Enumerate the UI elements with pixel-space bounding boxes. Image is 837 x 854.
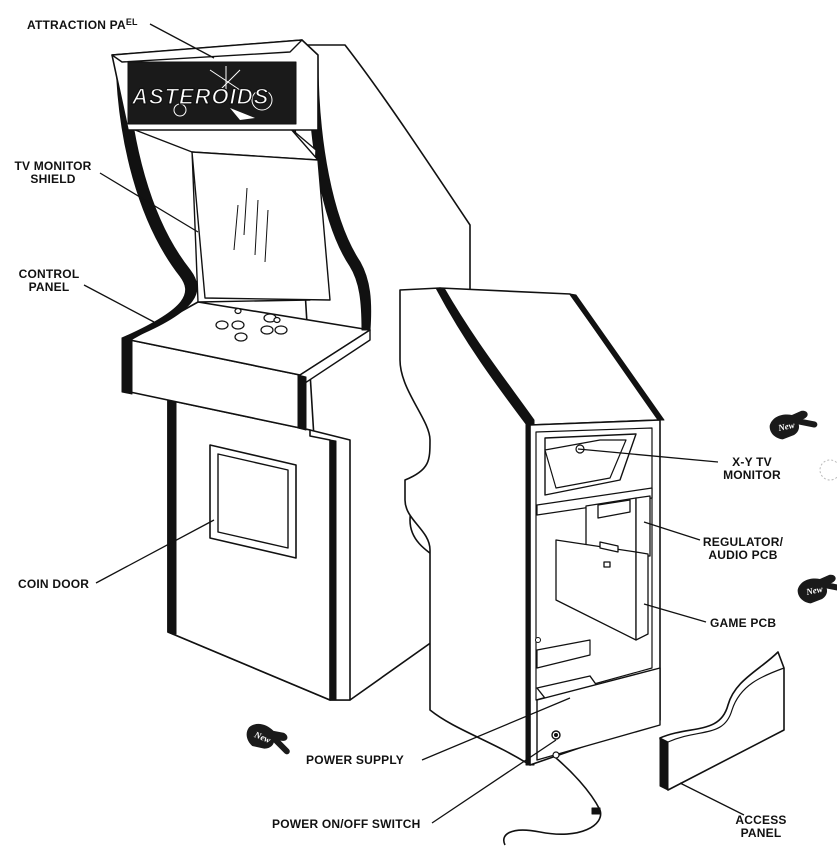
control-buttons: [215, 307, 288, 342]
label-power-supply: POWER SUPPLY: [306, 753, 404, 767]
rear-cabinet: [399, 287, 665, 846]
regulator-audio-pcb: [585, 495, 651, 557]
svg-text:New: New: [804, 584, 824, 598]
label-tv-monitor-shield: TV MONITOR SHIELD: [14, 159, 92, 186]
label-control-panel: CONTROL PANEL: [18, 267, 80, 294]
svg-text:New: New: [776, 420, 796, 434]
new-badge-power-supply: New: [243, 720, 293, 759]
label-access-panel: ACCESS PANEL: [735, 813, 787, 840]
label-regulator-audio-pcb: REGULATOR/ AUDIO PCB: [702, 535, 784, 562]
game-pcb: [555, 539, 649, 641]
new-badge-monitor: New: [768, 409, 816, 442]
attraction-panel-text: ATTRACTION PA: [27, 18, 126, 32]
leader-lines: [83, 23, 745, 824]
attraction-panel-obscured-text: EL: [125, 17, 138, 27]
coin-door: [209, 444, 297, 559]
label-game-pcb: GAME PCB: [710, 616, 777, 630]
marquee-title: ASTEROIDS: [131, 84, 269, 109]
power-supply: [536, 667, 661, 761]
label-coin-door: COIN DOOR: [18, 577, 90, 591]
label-attraction-panel: ATTRACTION PAEL: [27, 16, 138, 32]
label-power-switch: POWER ON/OFF SWITCH: [272, 817, 421, 831]
access-panel: [659, 651, 785, 791]
new-badge-game-pcb: New: [796, 573, 837, 606]
power-cord: [503, 757, 602, 846]
label-xy-tv-monitor: X-Y TV MONITOR: [723, 455, 781, 482]
assembled-cabinet: ASTEROIDS: [111, 39, 471, 701]
